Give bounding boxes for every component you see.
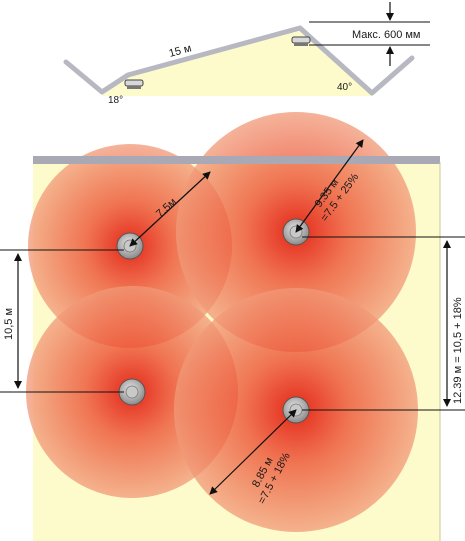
right-spacing-dimension: 12.39 м = 10,5 + 18% (302, 236, 465, 411)
radius-arrow (129, 171, 211, 247)
diagonal-arrow-bottom-right (209, 409, 297, 495)
roof-detector-ridge (291, 36, 311, 46)
roof-length-label: 15 м (168, 42, 193, 60)
roof-section: 15 м 18° 40° Макс. 600 мм (63, 2, 430, 106)
roof-outline (63, 25, 415, 96)
detector-bottom-left (118, 378, 146, 406)
max-distance-dimension: Макс. 600 мм (309, 2, 430, 66)
ceiling-wall-line (33, 156, 440, 164)
roof-detector-left (124, 79, 144, 89)
left-spacing-dimension: 10,5 м (0, 249, 124, 393)
left-spacing-label: 10,5 м (3, 308, 15, 340)
roof-angle-right: 40° (337, 82, 352, 93)
floor-plan: 7.5м 9.35 м =7.5 + 25% 8.85 м =7.5 + 18%… (0, 112, 465, 541)
diagonal-arrow-top-right (295, 139, 364, 233)
roof-angle-left: 18° (108, 95, 123, 106)
right-spacing-label: 12.39 м = 10,5 + 18% (452, 297, 464, 404)
max-distance-label: Макс. 600 мм (352, 29, 421, 41)
